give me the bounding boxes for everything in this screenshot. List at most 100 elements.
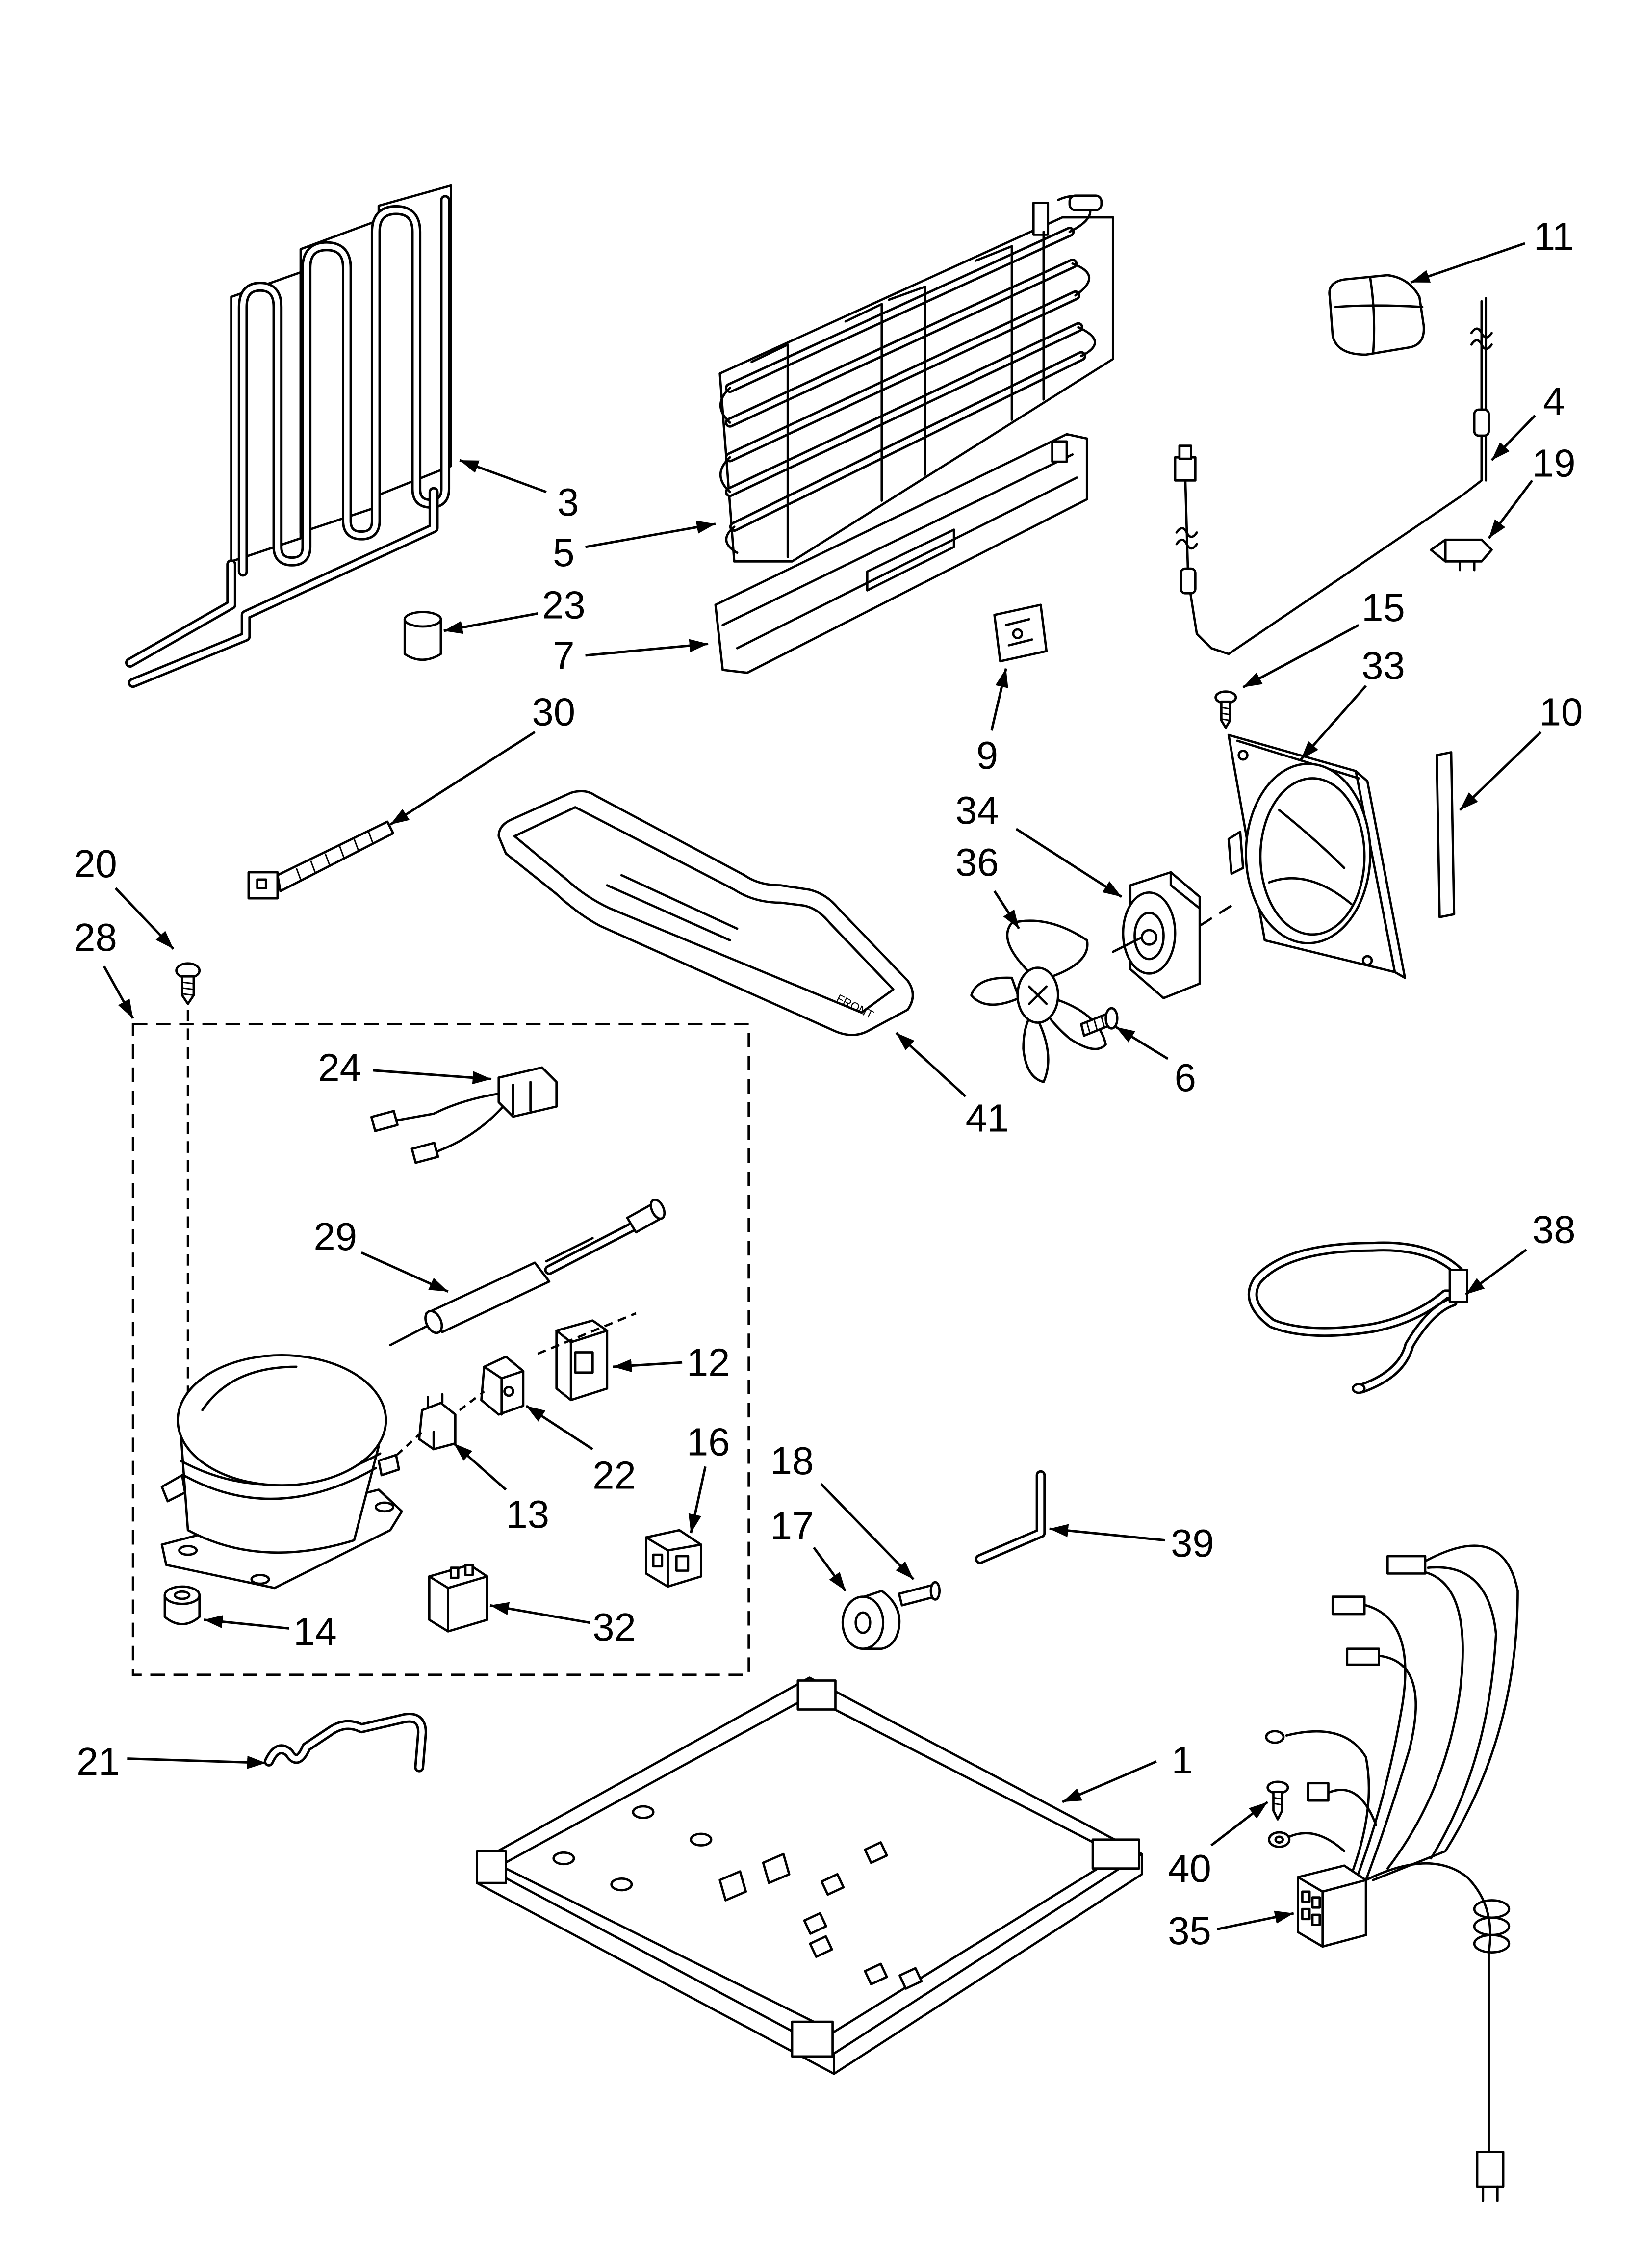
svg-text:39: 39 bbox=[1171, 1521, 1214, 1565]
svg-text:20: 20 bbox=[74, 842, 117, 886]
callout-14: 14 bbox=[204, 1610, 337, 1653]
callout-24: 24 bbox=[318, 1045, 492, 1089]
main-wire-harness bbox=[1265, 1544, 1519, 2202]
screw-15 bbox=[1214, 690, 1237, 729]
callout-15: 15 bbox=[1242, 586, 1405, 689]
svg-text:41: 41 bbox=[966, 1096, 1009, 1140]
terminal-dashline bbox=[386, 1431, 423, 1465]
callout-11: 11 bbox=[1410, 214, 1574, 284]
cap bbox=[1328, 274, 1425, 356]
svg-text:5: 5 bbox=[553, 531, 574, 574]
callout-22: 22 bbox=[525, 1405, 636, 1497]
callout-6: 6 bbox=[1115, 1026, 1196, 1099]
tube-38 bbox=[1247, 1241, 1468, 1394]
svg-text:23: 23 bbox=[542, 583, 586, 626]
callout-36: 36 bbox=[955, 840, 1020, 930]
svg-text:12: 12 bbox=[687, 1341, 730, 1384]
compressor bbox=[160, 1354, 403, 1590]
svg-text:29: 29 bbox=[313, 1215, 357, 1258]
svg-text:19: 19 bbox=[1532, 442, 1576, 485]
drain-pan: FRONT bbox=[497, 790, 914, 1036]
thermistor-wire bbox=[1174, 297, 1493, 655]
callout-18: 18 bbox=[770, 1439, 915, 1580]
callout-4: 4 bbox=[1490, 379, 1565, 461]
svg-text:17: 17 bbox=[770, 1504, 814, 1548]
callout-17: 17 bbox=[770, 1504, 847, 1592]
axle-pin bbox=[898, 1581, 941, 1607]
callout-32: 32 bbox=[489, 1602, 636, 1649]
callout-7: 7 bbox=[553, 633, 709, 677]
screw-6 bbox=[1080, 1007, 1119, 1037]
grommet bbox=[163, 1585, 201, 1625]
connector-35 bbox=[1297, 1864, 1367, 1948]
callout-38: 38 bbox=[1464, 1208, 1576, 1296]
svg-text:1: 1 bbox=[1172, 1738, 1193, 1782]
callout-5: 5 bbox=[553, 521, 716, 574]
callout-28: 28 bbox=[74, 915, 134, 1019]
screw-20 bbox=[175, 962, 201, 1005]
drain-trough bbox=[714, 433, 1088, 674]
callout-21: 21 bbox=[77, 1740, 266, 1783]
svg-text:21: 21 bbox=[77, 1740, 120, 1783]
tube-39 bbox=[975, 1470, 1046, 1564]
svg-text:32: 32 bbox=[592, 1605, 636, 1649]
svg-text:34: 34 bbox=[955, 788, 999, 832]
svg-text:6: 6 bbox=[1175, 1056, 1196, 1099]
svg-text:18: 18 bbox=[770, 1439, 814, 1483]
svg-text:4: 4 bbox=[1543, 379, 1565, 423]
wire-clip bbox=[1430, 538, 1493, 572]
cylinder-spacer bbox=[403, 611, 442, 661]
motor-alignment-dashline bbox=[1199, 904, 1232, 927]
svg-text:14: 14 bbox=[293, 1610, 337, 1653]
tie-strap bbox=[247, 820, 394, 900]
callout-1: 1 bbox=[1062, 1738, 1193, 1803]
svg-text:30: 30 bbox=[532, 690, 576, 733]
gasket-strip bbox=[1436, 751, 1456, 918]
filter-drier bbox=[389, 1199, 666, 1347]
callout-20: 20 bbox=[74, 842, 175, 950]
callout-16: 16 bbox=[687, 1420, 730, 1534]
callout-13: 13 bbox=[453, 1442, 549, 1536]
callout-9: 9 bbox=[976, 668, 1008, 777]
wire-retainer-clip bbox=[263, 1713, 427, 1773]
svg-text:16: 16 bbox=[687, 1420, 730, 1464]
connector-16 bbox=[645, 1529, 702, 1588]
svg-text:40: 40 bbox=[1168, 1847, 1211, 1890]
callout-19: 19 bbox=[1488, 442, 1576, 539]
svg-text:33: 33 bbox=[1361, 644, 1405, 687]
callout-34: 34 bbox=[955, 788, 1123, 898]
overload-protector bbox=[537, 1312, 637, 1402]
svg-text:13: 13 bbox=[506, 1492, 549, 1536]
condenser-coil bbox=[125, 184, 452, 688]
svg-text:11: 11 bbox=[1534, 214, 1574, 258]
callout-29: 29 bbox=[313, 1215, 449, 1293]
start-relay bbox=[480, 1356, 525, 1416]
relay-dashline bbox=[459, 1390, 485, 1411]
bracket bbox=[993, 603, 1048, 663]
svg-text:38: 38 bbox=[1532, 1208, 1576, 1251]
fan-motor bbox=[1111, 871, 1201, 999]
capacitor bbox=[428, 1564, 488, 1633]
callout-41: 41 bbox=[895, 1032, 1009, 1140]
callout-35: 35 bbox=[1168, 1909, 1294, 1953]
roller bbox=[841, 1590, 901, 1650]
callout-33: 33 bbox=[1300, 644, 1405, 760]
fan-blade bbox=[970, 919, 1107, 1083]
callout-12: 12 bbox=[613, 1341, 730, 1384]
callout-30: 30 bbox=[389, 690, 576, 826]
callout-3: 3 bbox=[459, 459, 579, 524]
svg-text:28: 28 bbox=[74, 915, 117, 959]
callout-40: 40 bbox=[1168, 1801, 1269, 1890]
callout-39: 39 bbox=[1049, 1521, 1214, 1565]
svg-text:9: 9 bbox=[976, 733, 998, 777]
svg-text:24: 24 bbox=[318, 1045, 361, 1089]
screw-40 bbox=[1266, 1780, 1346, 1852]
svg-text:22: 22 bbox=[592, 1454, 636, 1497]
compressor-harness bbox=[370, 1066, 558, 1164]
compressor-kit-box bbox=[131, 1023, 750, 1676]
svg-text:3: 3 bbox=[557, 480, 579, 524]
svg-text:10: 10 bbox=[1539, 690, 1583, 733]
callout-23: 23 bbox=[443, 583, 586, 634]
fan-shroud bbox=[1227, 733, 1407, 979]
